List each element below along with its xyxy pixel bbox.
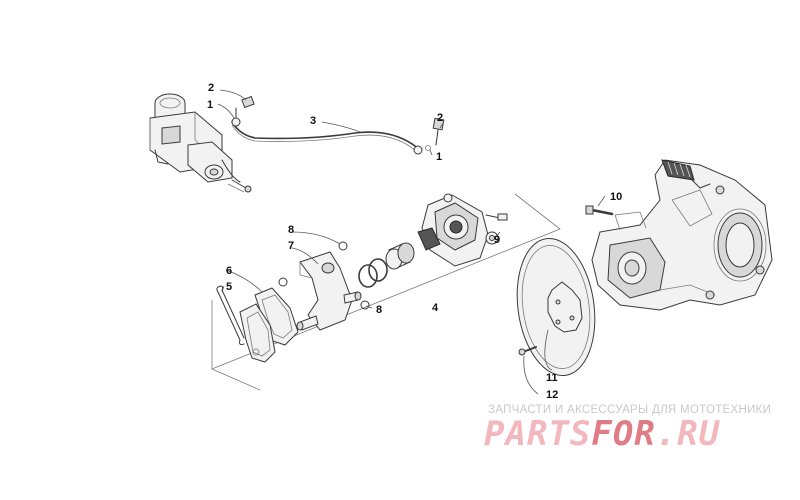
leader-lines: [217, 89, 606, 395]
callout-8a: 8: [288, 224, 294, 236]
watermark-tagline: ЗАПЧАСТИ И АКСЕССУАРЫ ДЛЯ МОТОТЕХНИКИ: [488, 404, 772, 416]
pad-spring: [216, 285, 245, 345]
callout-4: 4: [432, 302, 439, 314]
callout-12: 12: [546, 389, 558, 401]
callout-8b: 8: [376, 304, 382, 316]
callouts: 2 1 3 2 1 8 7 6 5 8 4 9 10 11 12: [207, 82, 622, 401]
callout-9: 9: [494, 234, 500, 246]
caliper-bracket: [278, 251, 362, 331]
callout-11: 11: [546, 372, 558, 384]
brand-part-parts: PARTS: [484, 414, 592, 454]
caliper-body: [417, 193, 508, 267]
piston-seals: [338, 241, 415, 310]
callout-1b: 1: [436, 151, 442, 163]
gearcase: [591, 159, 773, 311]
brand-part-ru: .RU: [655, 414, 721, 454]
callout-10: 10: [610, 191, 622, 203]
master-cylinder: [149, 93, 252, 193]
brake-disc: [516, 237, 596, 377]
callout-3: 3: [310, 115, 316, 127]
brake-pads: [239, 287, 299, 363]
callout-1a: 1: [207, 99, 213, 111]
callout-5: 5: [226, 281, 232, 293]
callout-6: 6: [226, 265, 232, 277]
callout-2a: 2: [208, 82, 214, 94]
callout-7: 7: [288, 240, 294, 252]
callout-2b: 2: [437, 112, 443, 124]
bolt-10: [585, 205, 614, 216]
watermark-brand: PARTSFOR.RU: [484, 414, 794, 454]
brand-part-for: FOR: [591, 414, 656, 454]
